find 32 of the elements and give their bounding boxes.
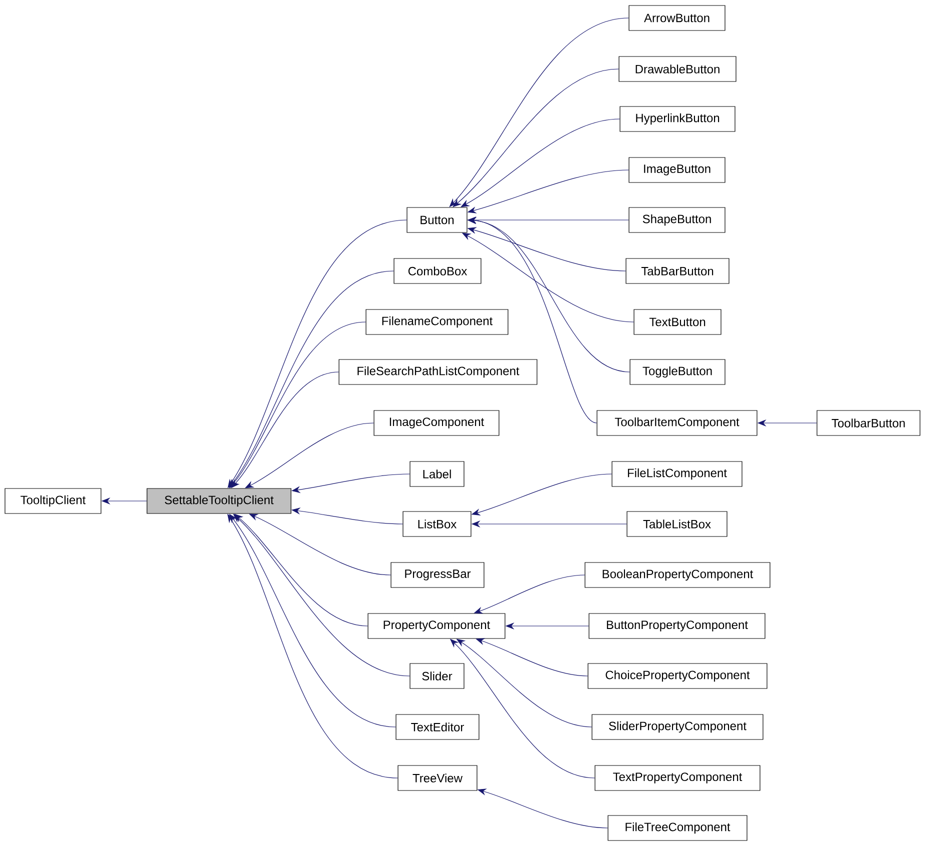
class-box: Slider [410, 663, 464, 689]
class-box: ChoicePropertyComponent [588, 663, 768, 689]
class-box: ImageComponent [374, 410, 500, 436]
class-box: ComboBox [394, 258, 482, 284]
class-box: SliderPropertyComponent [592, 714, 764, 740]
class-box: TableListBox [626, 511, 728, 537]
class-box: Label [410, 461, 464, 487]
class-box: ArrowButton [628, 5, 726, 31]
class-box: BooleanPropertyComponent [584, 562, 770, 588]
class-box: TextEditor [396, 714, 480, 740]
class-box: ToolbarItemComponent [596, 410, 758, 436]
class-box: TabBarButton [626, 258, 730, 284]
class-box: TreeView [398, 765, 478, 791]
class-box: ImageButton [628, 157, 726, 183]
class-box: Button [406, 207, 468, 233]
class-box: SettableTooltipClient [146, 488, 292, 514]
class-box: HyperlinkButton [620, 106, 736, 132]
class-box: ShapeButton [628, 207, 726, 233]
class-box: TextPropertyComponent [594, 765, 760, 791]
class-box: ButtonPropertyComponent [588, 613, 766, 639]
class-box: PropertyComponent [368, 613, 506, 639]
class-box: FileListComponent [612, 461, 742, 487]
class-box: DrawableButton [618, 56, 736, 82]
class-box: TextButton [634, 309, 722, 335]
class-box: ProgressBar [390, 562, 484, 588]
class-box: FileSearchPathListComponent [338, 359, 538, 385]
class-box: ToolbarButton [816, 410, 920, 436]
class-box: FileTreeComponent [608, 815, 748, 841]
class-box: ListBox [402, 511, 472, 537]
class-box: TooltipClient [4, 488, 102, 514]
class-box: ToggleButton [630, 359, 726, 385]
class-box: FilenameComponent [366, 309, 508, 335]
